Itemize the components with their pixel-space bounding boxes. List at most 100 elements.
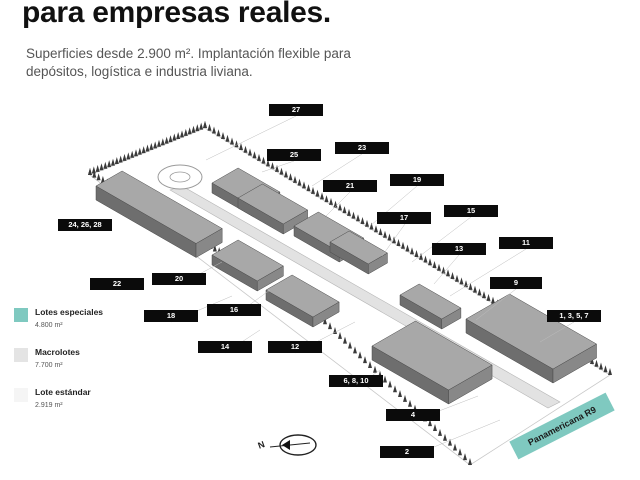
tree bbox=[195, 124, 200, 132]
lot-label-14[interactable]: 14 bbox=[198, 341, 252, 353]
tree bbox=[311, 186, 315, 194]
legend-area: 2.919 m² bbox=[35, 402, 63, 409]
lot-label-6-8-10[interactable]: 6, 8, 10 bbox=[329, 375, 383, 387]
tree bbox=[468, 282, 473, 290]
leader-line bbox=[539, 321, 575, 343]
page-title: para empresas reales. bbox=[22, 0, 331, 29]
lot-label-2[interactable]: 2 bbox=[380, 446, 434, 458]
lot-label-25[interactable]: 25 bbox=[267, 149, 321, 161]
tree bbox=[234, 140, 239, 148]
lot-label-15[interactable]: 15 bbox=[444, 205, 498, 217]
tree bbox=[270, 162, 275, 170]
lot-label-27[interactable]: 27 bbox=[269, 104, 323, 116]
tree bbox=[114, 157, 119, 165]
tree bbox=[122, 153, 127, 161]
tree bbox=[230, 137, 234, 145]
tree bbox=[403, 394, 407, 402]
legend-swatch-lotes-especiales bbox=[14, 308, 28, 322]
legend-name: Lotes especiales bbox=[35, 307, 104, 317]
tree bbox=[608, 368, 612, 375]
tree bbox=[459, 277, 464, 285]
tree bbox=[599, 362, 603, 370]
lot-label-22[interactable]: 22 bbox=[90, 278, 144, 290]
lot-label-11[interactable]: 11 bbox=[499, 237, 553, 249]
lot-label-16[interactable]: 16 bbox=[207, 304, 261, 316]
tree bbox=[207, 123, 212, 131]
warehouse-buildings bbox=[95, 167, 598, 405]
tree bbox=[141, 146, 146, 154]
tree bbox=[414, 249, 419, 257]
tree bbox=[477, 288, 482, 296]
tree bbox=[297, 178, 302, 186]
tree bbox=[302, 181, 306, 189]
tree bbox=[157, 139, 161, 147]
lot-label-20[interactable]: 20 bbox=[152, 273, 206, 285]
tree bbox=[450, 271, 455, 279]
subtitle-line-1: Superficies desde 2.900 m². Implantación… bbox=[26, 46, 351, 61]
legend: Lotes especiales 4.800 m² Macrolotes 7.7… bbox=[14, 306, 144, 426]
building-roof bbox=[371, 320, 493, 391]
tree bbox=[388, 380, 392, 388]
lot-label-1-3-5-7[interactable]: 1, 3, 5, 7 bbox=[547, 310, 601, 322]
tree bbox=[168, 135, 173, 143]
lot-label-18[interactable]: 18 bbox=[144, 310, 198, 322]
tree bbox=[261, 156, 266, 164]
building-roof bbox=[237, 183, 309, 225]
tree bbox=[363, 356, 367, 364]
tree bbox=[455, 274, 459, 282]
legend-item-lote-estandar: Lote estándar 2.919 m² bbox=[14, 386, 144, 426]
tree bbox=[373, 365, 377, 373]
legend-area: 7.700 m² bbox=[35, 362, 63, 369]
building-roof bbox=[465, 293, 598, 370]
lot-label-12[interactable]: 12 bbox=[268, 341, 322, 353]
tree bbox=[324, 195, 329, 203]
tree bbox=[419, 252, 423, 260]
tree bbox=[368, 360, 372, 368]
tree bbox=[288, 173, 293, 181]
tree bbox=[118, 155, 123, 163]
tree bbox=[99, 163, 104, 171]
tree bbox=[130, 150, 135, 158]
legend-swatch-lote-estandar bbox=[14, 388, 28, 402]
subtitle-line-2: depósitos, logística e industria liviana… bbox=[26, 64, 253, 79]
leader-line bbox=[311, 153, 363, 187]
lot-label-21[interactable]: 21 bbox=[323, 180, 377, 192]
tree bbox=[333, 326, 337, 334]
leader-line bbox=[449, 248, 527, 297]
tree bbox=[243, 145, 248, 153]
tree bbox=[486, 293, 491, 301]
lot-label-9[interactable]: 9 bbox=[490, 277, 542, 289]
building-roof bbox=[211, 239, 284, 282]
tree bbox=[145, 144, 150, 152]
tree bbox=[378, 228, 383, 236]
tree bbox=[284, 170, 288, 178]
tree bbox=[441, 266, 446, 274]
lot-label-19[interactable]: 19 bbox=[390, 174, 444, 186]
tree bbox=[482, 291, 486, 299]
tree bbox=[176, 131, 181, 139]
tree bbox=[95, 164, 100, 172]
tree bbox=[356, 214, 360, 222]
lot-label-17[interactable]: 17 bbox=[377, 212, 431, 224]
tree bbox=[473, 285, 477, 293]
tree bbox=[374, 225, 378, 233]
lot-label-4[interactable]: 4 bbox=[386, 409, 440, 421]
tree bbox=[446, 269, 450, 277]
lot-label-13[interactable]: 13 bbox=[432, 243, 486, 255]
tree bbox=[107, 160, 112, 168]
tree bbox=[428, 258, 432, 266]
tree bbox=[358, 351, 362, 359]
tree bbox=[160, 138, 165, 146]
north-compass: N bbox=[256, 432, 320, 458]
tree bbox=[92, 170, 97, 178]
legend-item-macrolotes: Macrolotes 7.700 m² bbox=[14, 346, 144, 386]
lot-label-23[interactable]: 23 bbox=[335, 142, 389, 154]
tree bbox=[328, 322, 332, 330]
legend-name: Macrolotes bbox=[35, 347, 80, 357]
tree bbox=[408, 399, 412, 407]
tree bbox=[126, 152, 131, 160]
lot-label-24-26-28[interactable]: 24, 26, 28 bbox=[58, 219, 112, 231]
tree bbox=[443, 433, 447, 441]
legend-item-lotes-especiales: Lotes especiales 4.800 m² bbox=[14, 306, 144, 346]
